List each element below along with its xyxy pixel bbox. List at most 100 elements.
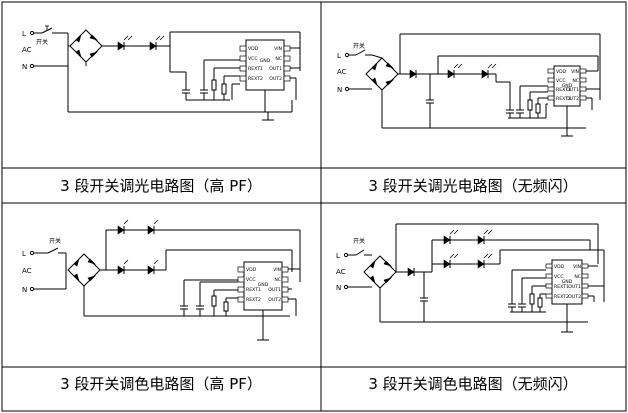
resistor [221, 76, 227, 100]
line-label: L [22, 250, 26, 258]
pin-label-vcc: VCC [554, 274, 564, 280]
resistor [211, 290, 217, 316]
pin-label-rext2: REXT2 [248, 76, 263, 82]
pin-label-out2: OUT2 [268, 297, 281, 303]
pin-label-out1: OUT1 [269, 66, 282, 72]
pin-label-vcc: VCC [248, 56, 258, 62]
switch-symbol [34, 247, 66, 254]
led-string-warm [432, 229, 500, 245]
led-string-cool [432, 253, 500, 269]
led-string [110, 35, 170, 51]
ac-label: AC [22, 267, 32, 275]
pin-label-vdd: VDD [248, 46, 259, 52]
driver-chip: VDD VCC REXT1 REXT2 VIN NC OUT1 OUT2 GND [547, 65, 587, 107]
pin-label-vin: VIN [573, 264, 581, 270]
circuit-panel-4: L AC N 开关 [336, 223, 605, 333]
pin-label-nc: NC [574, 274, 581, 280]
resistor [211, 68, 217, 100]
pin-label-out1: OUT1 [268, 287, 281, 293]
pin-label-gnd: GND [562, 83, 573, 89]
capacitor [516, 86, 524, 118]
capacitor [506, 82, 514, 118]
switch-label: 开关 [353, 42, 365, 50]
terminal-n [29, 286, 35, 292]
line-label: L [336, 252, 340, 260]
pin-label-out2: OUT2 [566, 96, 579, 102]
ac-label: AC [22, 46, 32, 54]
terminal-l [29, 250, 35, 256]
terminal-n [343, 284, 349, 290]
capacitor [200, 60, 208, 100]
ac-label: AC [337, 68, 347, 76]
terminal-n [29, 63, 35, 69]
switch-symbol [348, 249, 372, 256]
pin-label-vcc: VCC [246, 277, 256, 283]
driver-chip: VDD VCC REXT1 REXT2 VIN NC OUT1 OUT2 GND [237, 261, 289, 311]
neutral-label: N [22, 286, 27, 294]
line-label: L [337, 52, 341, 60]
neutral-label: N [22, 63, 27, 71]
circuit-panel-1: L AC N 开关 [22, 25, 301, 121]
pin-label-rext1: REXT1 [556, 87, 571, 93]
caption-panel-3: 3 段开关调色电路图（高 PF） [60, 375, 262, 393]
pin-label-vcc: VCC [556, 78, 566, 84]
pin-label-vin: VIN [273, 267, 281, 273]
pin-label-gnd: GND [260, 58, 271, 64]
capacitor [180, 305, 188, 316]
pin-label-gnd: GND [258, 282, 269, 288]
line-label: L [22, 30, 26, 38]
resistor [223, 298, 229, 316]
circuit-panel-3: L AC N 开关 [22, 219, 301, 341]
terminal-n [344, 86, 350, 92]
resistor [529, 286, 535, 312]
switch-label: 开关 [36, 38, 48, 46]
pin-label-out2: OUT2 [568, 294, 581, 300]
pin-label-nc: NC [572, 78, 579, 84]
pin-label-out1: OUT1 [568, 284, 581, 290]
bridge-rectifier [365, 57, 399, 91]
pin-label-gnd: GND [562, 279, 573, 285]
pin-label-rext1: REXT1 [554, 284, 569, 290]
pin-label-vdd: VDD [554, 264, 565, 270]
pin-label-vdd: VDD [246, 267, 257, 273]
driver-chip: VDD VCC REXT1 REXT2 VIN NC OUT1 OUT2 GND [239, 39, 291, 91]
caption-panel-4: 3 段开关调色电路图（无频闪） [368, 375, 577, 393]
bridge-rectifier [69, 29, 103, 63]
caption-panel-1: 3 段开关调光电路图（高 PF） [60, 177, 262, 195]
resistor [537, 294, 543, 312]
switch-symbol [349, 49, 372, 56]
capacitor [426, 99, 434, 128]
capacitor [196, 282, 204, 316]
terminal-l [29, 30, 35, 36]
circuit-panel-2: L AC N 开关 [337, 33, 601, 137]
switch-label: 开关 [49, 237, 61, 245]
neutral-label: N [336, 284, 341, 292]
pin-label-rext2: REXT2 [554, 294, 569, 300]
driver-chip: VDD VCC REXT1 REXT2 VIN NC OUT1 OUT2 GND [545, 259, 589, 305]
capacitor [518, 278, 526, 312]
resistor [527, 92, 533, 118]
pin-label-vdd: VDD [556, 69, 567, 75]
led-string-cool [106, 259, 166, 275]
pin-label-nc: NC [274, 277, 281, 283]
pin-label-nc: NC [275, 56, 282, 62]
ac-label: AC [336, 268, 346, 276]
pin-label-rext1: REXT1 [248, 66, 263, 72]
neutral-label: N [337, 86, 342, 94]
caption-panel-2: 3 段开关调光电路图（无频闪） [368, 177, 577, 195]
capacitor [508, 303, 516, 312]
terminal-l [343, 252, 349, 258]
pin-label-rext2: REXT2 [556, 96, 571, 102]
resistor [535, 98, 541, 118]
pin-label-rext1: REXT1 [246, 287, 261, 293]
led-string [409, 63, 497, 79]
pin-label-out1: OUT1 [566, 87, 579, 93]
bridge-rectifier [363, 255, 397, 289]
pin-label-out2: OUT2 [269, 76, 282, 82]
led-series [407, 267, 432, 277]
bridge-rectifier [67, 253, 101, 287]
terminal-l [344, 52, 350, 58]
